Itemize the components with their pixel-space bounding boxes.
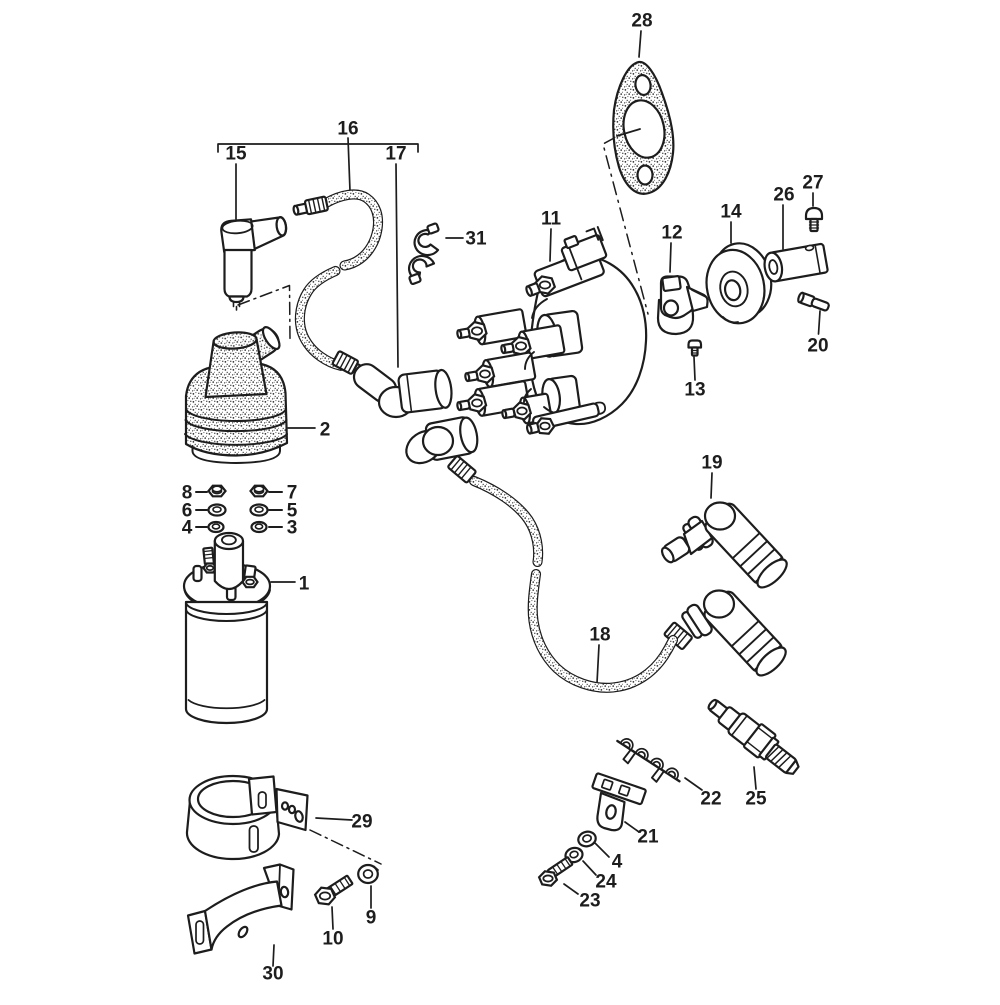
svg-text:14: 14: [720, 202, 742, 223]
svg-text:23: 23: [579, 891, 600, 912]
svg-text:8: 8: [182, 483, 193, 504]
svg-text:16: 16: [337, 119, 358, 140]
svg-text:4: 4: [182, 518, 193, 539]
svg-text:27: 27: [802, 173, 823, 194]
svg-text:30: 30: [262, 964, 283, 985]
svg-text:17: 17: [385, 144, 406, 165]
svg-text:24: 24: [595, 872, 617, 893]
svg-text:4: 4: [612, 852, 623, 873]
svg-text:2: 2: [320, 420, 331, 441]
svg-text:21: 21: [637, 827, 659, 848]
svg-text:19: 19: [701, 453, 722, 474]
svg-text:31: 31: [465, 229, 487, 250]
svg-text:5: 5: [287, 501, 298, 522]
svg-text:10: 10: [322, 929, 343, 950]
svg-text:25: 25: [745, 789, 767, 810]
svg-text:29: 29: [351, 812, 372, 833]
svg-text:12: 12: [661, 223, 682, 244]
svg-text:3: 3: [287, 518, 298, 539]
svg-text:26: 26: [773, 185, 794, 206]
svg-text:9: 9: [366, 908, 377, 929]
svg-text:13: 13: [684, 380, 705, 401]
svg-text:7: 7: [287, 483, 298, 504]
svg-text:22: 22: [700, 789, 721, 810]
svg-text:18: 18: [589, 625, 610, 646]
svg-text:20: 20: [807, 336, 828, 357]
svg-text:11: 11: [541, 209, 562, 230]
svg-text:6: 6: [182, 501, 193, 522]
svg-text:1: 1: [299, 574, 310, 595]
svg-text:28: 28: [631, 11, 652, 32]
svg-text:15: 15: [225, 144, 247, 165]
